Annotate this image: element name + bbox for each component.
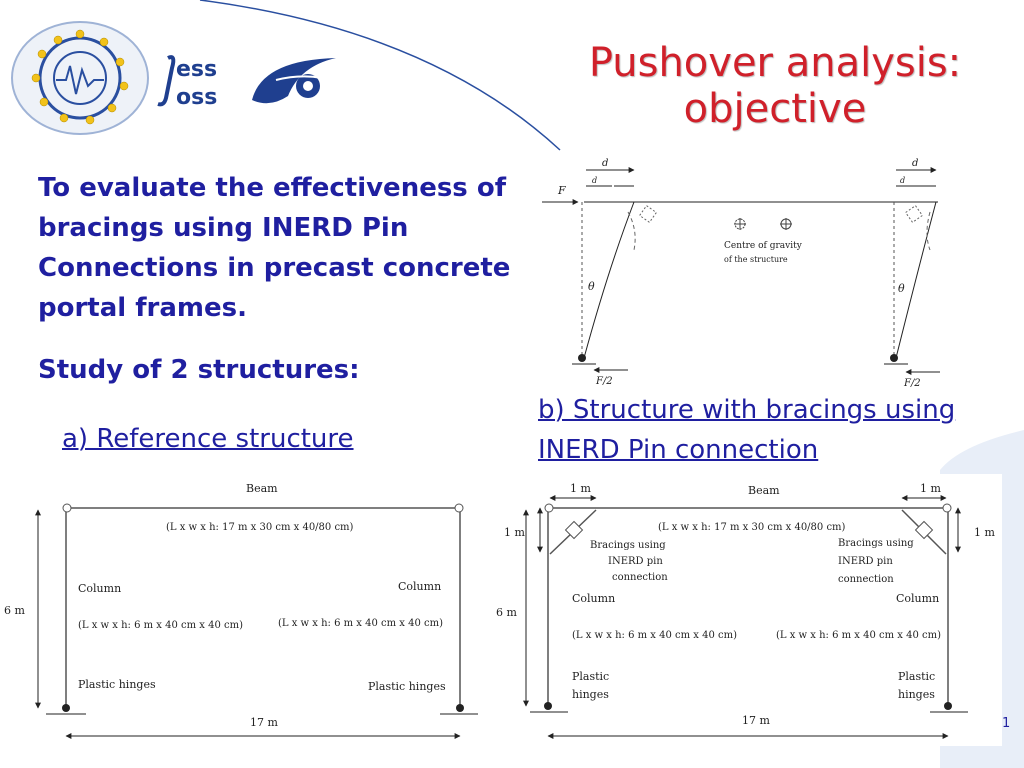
reference-column-right-label: Column — [398, 580, 441, 593]
study-text: Study of 2 structures: — [38, 355, 360, 385]
reference-column-left-label: Column — [78, 582, 121, 595]
braced-brace-h-right: 1 m — [974, 526, 995, 539]
logo-text-ess: ess — [176, 57, 217, 82]
reference-height-label: 6 m — [4, 604, 25, 617]
reference-column-left-dims: (L x w x h: 6 m x 40 cm x 40 cm) — [78, 620, 243, 631]
cog-label-line1: Centre of gravity — [724, 241, 803, 251]
left-column-deformed — [583, 201, 635, 359]
braced-bracing-right-2: INERD pin — [838, 556, 893, 567]
braced-span-label: 17 m — [742, 714, 770, 727]
page-title: Pushover analysis: objective — [588, 40, 962, 132]
braced-brace-len-right: 1 m — [920, 482, 941, 495]
reference-span-label: 17 m — [250, 716, 278, 729]
braced-height-label: 6 m — [496, 606, 517, 619]
d-label-right: d — [912, 158, 918, 169]
cog-label-line2: of the structure — [724, 255, 788, 264]
left-inerd-pin-icon — [564, 520, 584, 540]
d-label-left: d — [602, 158, 608, 169]
braced-hinges-right-1: Plastic — [898, 670, 935, 683]
braced-bracing-left-3: connection — [612, 572, 668, 583]
braced-bracing-right-3: connection — [838, 574, 894, 585]
deformed-frame-diagram: F d d d d θ θ F/2 F/2 Centre of gravity … — [542, 158, 940, 389]
jess-joss-logo: ess oss — [11, 21, 217, 135]
objective-text: To evaluate the effectiveness of bracing… — [38, 173, 511, 323]
theta-label-left: θ — [588, 280, 595, 293]
fp6-logo-icon — [252, 58, 336, 104]
page-number: 1 — [1002, 716, 1011, 731]
braced-frame-diagram: 1 m 1 m 1 m 1 m Beam (L x w x h: 17 m x … — [492, 474, 1002, 746]
force-label: F — [557, 184, 566, 197]
braced-hinges-right-2: hinges — [898, 688, 935, 701]
half-force-right: F/2 — [903, 378, 921, 389]
braced-beam-label: Beam — [748, 484, 780, 497]
dy-label-right: d — [900, 176, 905, 185]
braced-column-left-dims: (L x w x h: 6 m x 40 cm x 40 cm) — [572, 630, 737, 641]
right-column-deformed — [895, 201, 937, 359]
reference-structure-heading[interactable]: a) Reference structure — [62, 424, 354, 454]
reference-beam-label: Beam — [246, 482, 278, 495]
half-force-left: F/2 — [595, 376, 613, 387]
braced-brace-h-left: 1 m — [504, 526, 525, 539]
braced-beam-dims: (L x w x h: 17 m x 30 cm x 40/80 cm) — [658, 522, 846, 533]
reference-column-right-dims: (L x w x h: 6 m x 40 cm x 40 cm) — [278, 618, 443, 629]
braced-column-right-dims: (L x w x h: 6 m x 40 cm x 40 cm) — [776, 630, 941, 641]
braced-brace-len-left: 1 m — [570, 482, 591, 495]
reference-frame-diagram: Beam (L x w x h: 17 m x 30 cm x 40/80 cm… — [4, 482, 478, 739]
braced-structure-heading[interactable]: b) Structure with bracings using INERD P… — [538, 395, 956, 465]
braced-bracing-right-1: Bracings using — [838, 538, 914, 549]
braced-hinges-left-2: hinges — [572, 688, 609, 701]
theta-label-right: θ — [898, 282, 905, 295]
braced-bracing-left-2: INERD pin — [608, 556, 663, 567]
braced-column-right-label: Column — [896, 592, 939, 605]
right-inerd-pin-icon — [914, 520, 934, 540]
braced-bracing-left-1: Bracings using — [590, 540, 666, 551]
reference-hinges-right: Plastic hinges — [368, 680, 446, 693]
braced-hinges-left-1: Plastic — [572, 670, 609, 683]
logo-text-oss: oss — [176, 85, 217, 110]
dy-label-left: d — [592, 176, 597, 185]
braced-column-left-label: Column — [572, 592, 615, 605]
reference-beam-dims: (L x w x h: 17 m x 30 cm x 40/80 cm) — [166, 522, 354, 533]
reference-hinges-left: Plastic hinges — [78, 678, 156, 691]
